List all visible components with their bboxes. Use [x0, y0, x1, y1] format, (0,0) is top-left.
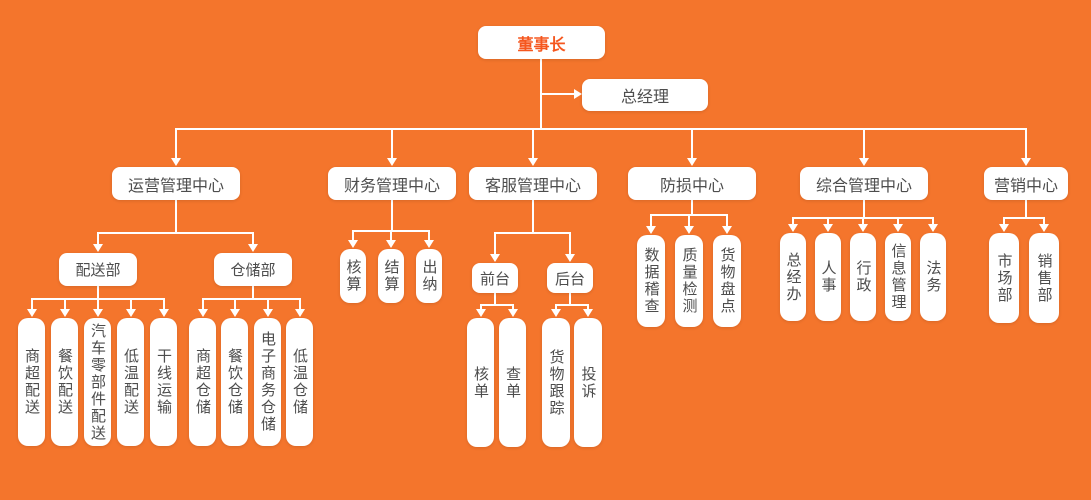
- node-operations-center: 运营管理中心: [112, 167, 240, 200]
- node-sales-dept: 销售部: [1029, 233, 1059, 323]
- node-order-query: 查单: [499, 318, 526, 447]
- node-information-management: 信息管理: [885, 233, 911, 321]
- node-catering-delivery: 餐饮配送: [51, 318, 78, 446]
- node-marketing-center: 营销中心: [984, 167, 1068, 200]
- node-cargo-inventory: 货物盘点: [713, 235, 741, 327]
- node-customer-service-center: 客服管理中心: [469, 167, 597, 200]
- node-catering-warehouse: 餐饮仓储: [221, 318, 248, 446]
- node-supermarket-delivery: 商超配送: [18, 318, 45, 446]
- node-cargo-tracking: 货物跟踪: [542, 318, 570, 447]
- node-cold-chain-delivery: 低温配送: [117, 318, 144, 446]
- node-trunk-transport: 干线运输: [150, 318, 177, 446]
- node-general-manager: 总经理: [582, 79, 708, 111]
- node-order-check: 核单: [467, 318, 494, 447]
- node-ecommerce-warehouse: 电子商务仓储: [254, 318, 281, 446]
- node-hr: 人事: [815, 233, 841, 321]
- node-data-audit: 数据稽查: [637, 235, 665, 327]
- node-accounting: 核算: [340, 249, 366, 303]
- node-administration: 行政: [850, 233, 876, 321]
- node-cashier: 出纳: [416, 249, 442, 303]
- node-delivery-dept: 配送部: [59, 253, 137, 286]
- node-legal: 法务: [920, 233, 946, 321]
- node-quality-inspection: 质量检测: [675, 235, 703, 327]
- node-front-desk: 前台: [472, 263, 518, 293]
- node-cold-chain-warehouse: 低温仓储: [286, 318, 313, 446]
- node-finance-center: 财务管理中心: [328, 167, 456, 200]
- node-warehouse-dept: 仓储部: [214, 253, 292, 286]
- node-supermarket-warehouse: 商超仓储: [189, 318, 216, 446]
- node-settlement: 结算: [378, 249, 404, 303]
- node-chairman: 董事长: [478, 26, 605, 59]
- node-gm-office: 总经办: [780, 233, 806, 321]
- node-auto-parts-delivery: 汽车零部件配送: [84, 318, 111, 446]
- node-general-management-center: 综合管理中心: [800, 167, 928, 200]
- node-back-desk: 后台: [547, 263, 593, 293]
- node-loss-prevention-center: 防损中心: [628, 167, 756, 200]
- node-market-dept: 市场部: [989, 233, 1019, 323]
- node-complaints: 投诉: [574, 318, 602, 447]
